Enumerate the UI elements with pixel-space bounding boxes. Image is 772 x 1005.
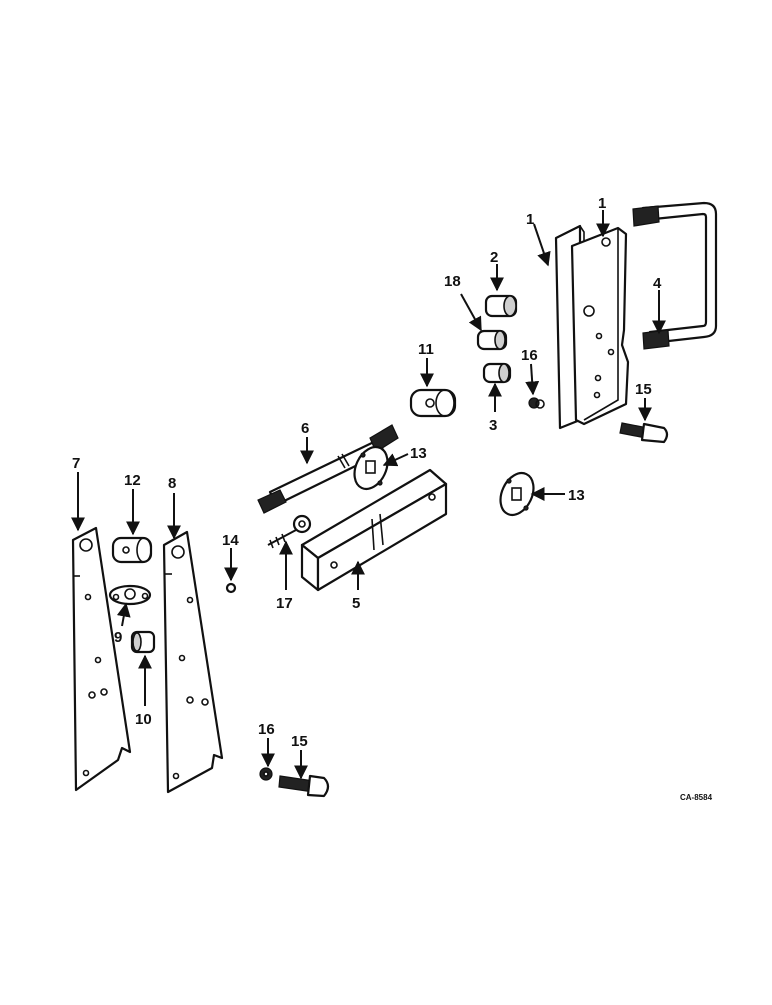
plate-part-8 — [162, 530, 224, 794]
bracket-part-1-front — [570, 226, 630, 426]
u-bolt-part-4 — [632, 201, 718, 350]
callout-part-7: 7 — [72, 455, 80, 472]
bushing-part-12 — [111, 536, 153, 564]
callout-part-14: 14 — [222, 532, 239, 549]
callout-part-10: 10 — [135, 711, 152, 728]
block-part-11 — [409, 388, 457, 418]
nut-part-16-upper — [528, 397, 545, 409]
lock-washer-part-16-lower — [259, 767, 273, 781]
leader-lines — [71, 210, 666, 780]
callout-part-16-upper: 16 — [521, 347, 538, 364]
callout-labels: 1 1 2 18 4 11 16 3 15 6 13 13 7 12 8 14 … — [72, 195, 713, 802]
callout-part-9: 9 — [114, 629, 122, 646]
fitting-part-9 — [108, 584, 152, 606]
bolt-part-15-upper — [619, 422, 669, 444]
callout-part-16-lower: 16 — [258, 721, 275, 738]
plate-part-13-right — [499, 471, 535, 517]
callout-part-17: 17 — [276, 595, 293, 612]
bolt-part-15-lower — [278, 774, 330, 798]
callout-part-18: 18 — [444, 273, 461, 290]
callout-part-5: 5 — [352, 595, 360, 612]
callout-part-2: 2 — [490, 249, 498, 266]
bushing-part-3 — [482, 362, 512, 384]
callout-part-13-right: 13 — [568, 487, 585, 504]
callout-part-3: 3 — [489, 417, 497, 434]
plate-part-13-upper — [353, 445, 389, 491]
eye-bolt-part-17 — [267, 514, 312, 549]
bushing-part-2 — [484, 294, 518, 318]
callout-part-4: 4 — [653, 275, 662, 292]
nut-part-14 — [225, 582, 237, 594]
diagram-code: CA-8584 — [680, 793, 713, 802]
callout-part-13-upper: 13 — [410, 445, 427, 462]
callout-part-1-front: 1 — [598, 195, 606, 212]
callout-part-1-rear: 1 — [526, 211, 534, 228]
plate-part-7 — [71, 526, 132, 792]
callout-part-12: 12 — [124, 472, 141, 489]
bushing-part-18 — [476, 329, 508, 351]
spacer-part-10 — [130, 630, 156, 654]
callout-part-15-upper: 15 — [635, 381, 652, 398]
callout-part-8: 8 — [168, 475, 176, 492]
callout-part-6: 6 — [301, 420, 309, 437]
callout-part-11: 11 — [418, 341, 434, 358]
beam-part-5 — [300, 468, 448, 592]
callout-part-15-lower: 15 — [291, 733, 308, 750]
